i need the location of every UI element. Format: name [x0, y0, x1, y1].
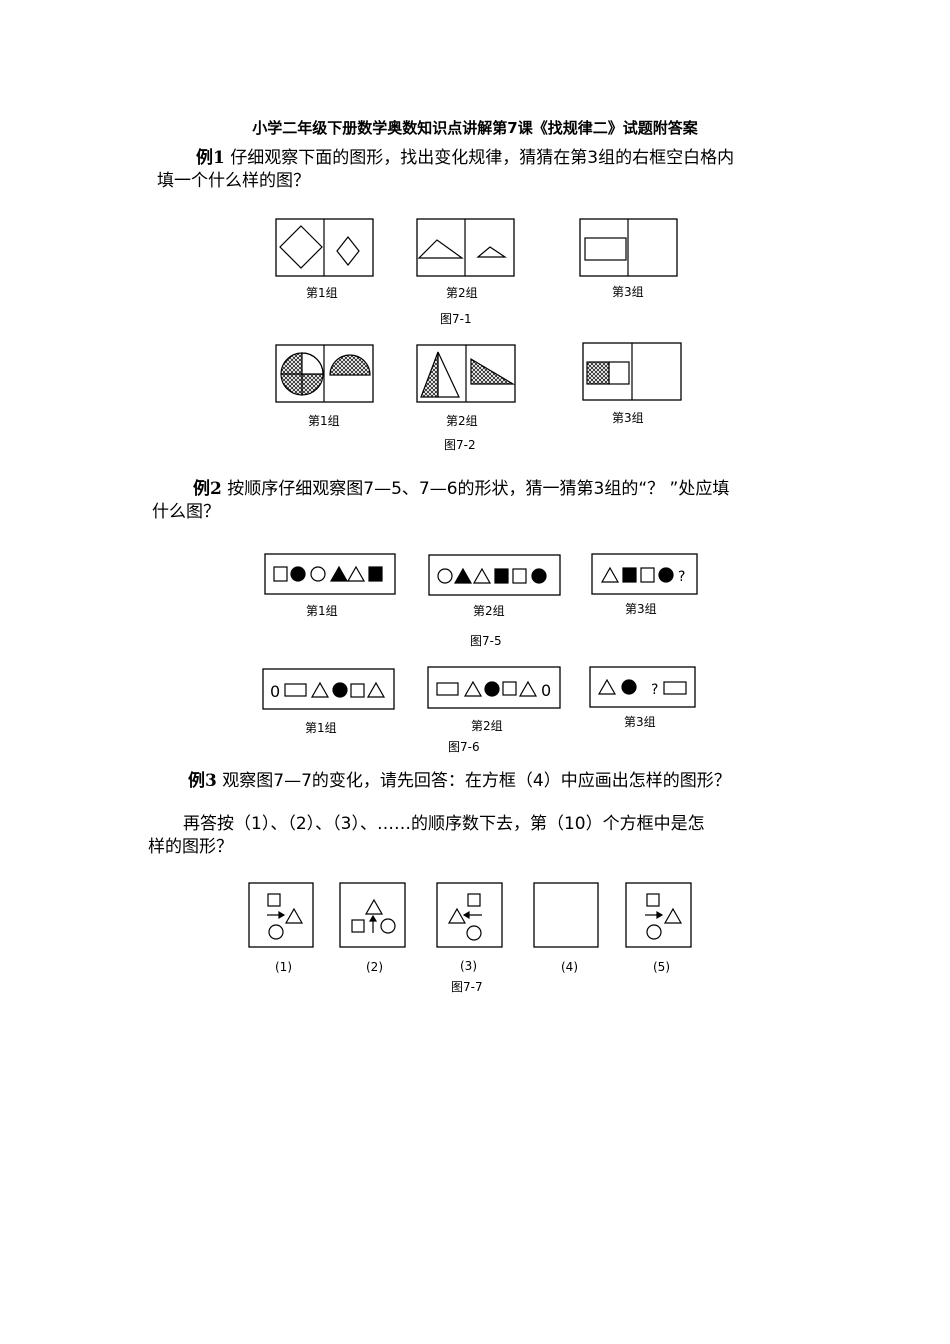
example-1-line-2: 填一个什么样的图？: [157, 171, 310, 191]
fig7-7-label-1: (1): [275, 960, 292, 974]
fig7-1-caption: 图7-1: [440, 312, 472, 326]
example-2-label: 例2: [193, 479, 222, 499]
question-mark: ?: [678, 569, 685, 585]
rectangle-shape: [584, 237, 627, 261]
fig7-2-group-2: [416, 344, 516, 403]
fig7-6-label-3: 第3组: [624, 715, 656, 729]
fig7-1-label-2: 第2组: [446, 286, 478, 300]
fig7-7-box-4-empty: [533, 882, 599, 948]
fig7-5-label-1: 第1组: [306, 604, 338, 618]
fig7-7-label-4: (4): [561, 960, 578, 974]
fig7-1-group-3: [579, 218, 678, 277]
small-diamond-shape: [336, 236, 360, 266]
fig7-1-label-1: 第1组: [306, 286, 338, 300]
example-1-text: 仔细观察下面的图形，找出变化规律，猜猜在第3组的右框空白格内: [230, 148, 735, 168]
fig7-6-group-1: 0: [262, 668, 395, 710]
example-3-text: 观察图7—7的变化，请先回答：在方框（4）中应画出怎样的图形？: [222, 771, 731, 791]
fig7-7-box-3: [436, 882, 503, 948]
fig7-6-label-2: 第2组: [471, 719, 503, 733]
fig7-7-label-5: (5): [653, 960, 670, 974]
fig7-5-group-3: ?: [591, 553, 698, 595]
page-title: 小学二年级下册数学奥数知识点讲解第7课《找规律二》试题附答案: [252, 119, 698, 137]
svg-text:0: 0: [541, 681, 551, 700]
fig7-7-box-1: [248, 882, 314, 948]
example-2-text: 按顺序仔细观察图7—5、7—6的形状，猜一猜第3组的“？ ”处应填: [227, 479, 730, 499]
hatched-half-rectangle: [586, 361, 610, 385]
fig7-1-label-3: 第3组: [612, 285, 644, 299]
fig7-7-label-3: (3): [460, 959, 477, 973]
fig7-6-caption: 图7-6: [448, 740, 480, 754]
example-3-line-1: 例3 观察图7—7的变化，请先回答：在方框（4）中应画出怎样的图形？: [188, 770, 731, 793]
fig7-6-label-1: 第1组: [305, 721, 337, 735]
fig7-7-caption: 图7-7: [451, 980, 483, 994]
fig7-5-group-1: [264, 553, 396, 595]
fig7-2-label-2: 第2组: [446, 414, 478, 428]
example-3-line-2: 再答按（1）、（2）、（3）、……的顺序数下去，第（10）个方框中是怎: [183, 814, 705, 834]
example-1-label: 例1: [196, 148, 225, 168]
small-triangle-shape: [476, 246, 507, 258]
large-diamond-shape: [279, 225, 323, 269]
example-3-line-3: 样的图形？: [148, 837, 233, 857]
fig7-1-group-1: [275, 218, 374, 277]
fig7-2-label-3: 第3组: [612, 411, 644, 425]
hatched-right-triangle-shape: [470, 357, 516, 385]
fig7-5-label-2: 第2组: [473, 604, 505, 618]
fig7-1-group-2: [416, 218, 515, 277]
example-2-line-2: 什么图？: [152, 502, 220, 522]
fig7-5-caption: 图7-5: [470, 634, 502, 648]
fig7-2-group-3: [582, 342, 682, 401]
fig7-6-group-2: 0: [427, 666, 561, 709]
fig7-5-group-2: [428, 554, 561, 596]
hatched-triangle-left-half: [420, 351, 439, 398]
fig7-6-group-3: ?: [589, 666, 696, 708]
example-2-line-1: 例2 按顺序仔细观察图7—5、7—6的形状，猜一猜第3组的“？ ”处应填: [193, 478, 729, 501]
fig7-5-label-3: 第3组: [625, 602, 657, 616]
fig7-2-caption: 图7-2: [444, 438, 476, 452]
svg-text:?: ?: [651, 682, 658, 698]
fig7-7-box-5: [625, 882, 692, 948]
hatched-semicircle-shape: [329, 354, 371, 376]
fig7-7-label-2: (2): [366, 960, 383, 974]
fig7-2-label-1: 第1组: [308, 414, 340, 428]
example-1-line-1: 例1 仔细观察下面的图形，找出变化规律，猜猜在第3组的右框空白格内: [196, 147, 734, 170]
large-triangle-shape: [417, 239, 464, 259]
example-3-label: 例3: [188, 771, 217, 791]
fig7-7-box-2: [339, 882, 406, 948]
zero-digit: 0: [270, 682, 280, 701]
fig7-2-group-1: [275, 344, 374, 403]
